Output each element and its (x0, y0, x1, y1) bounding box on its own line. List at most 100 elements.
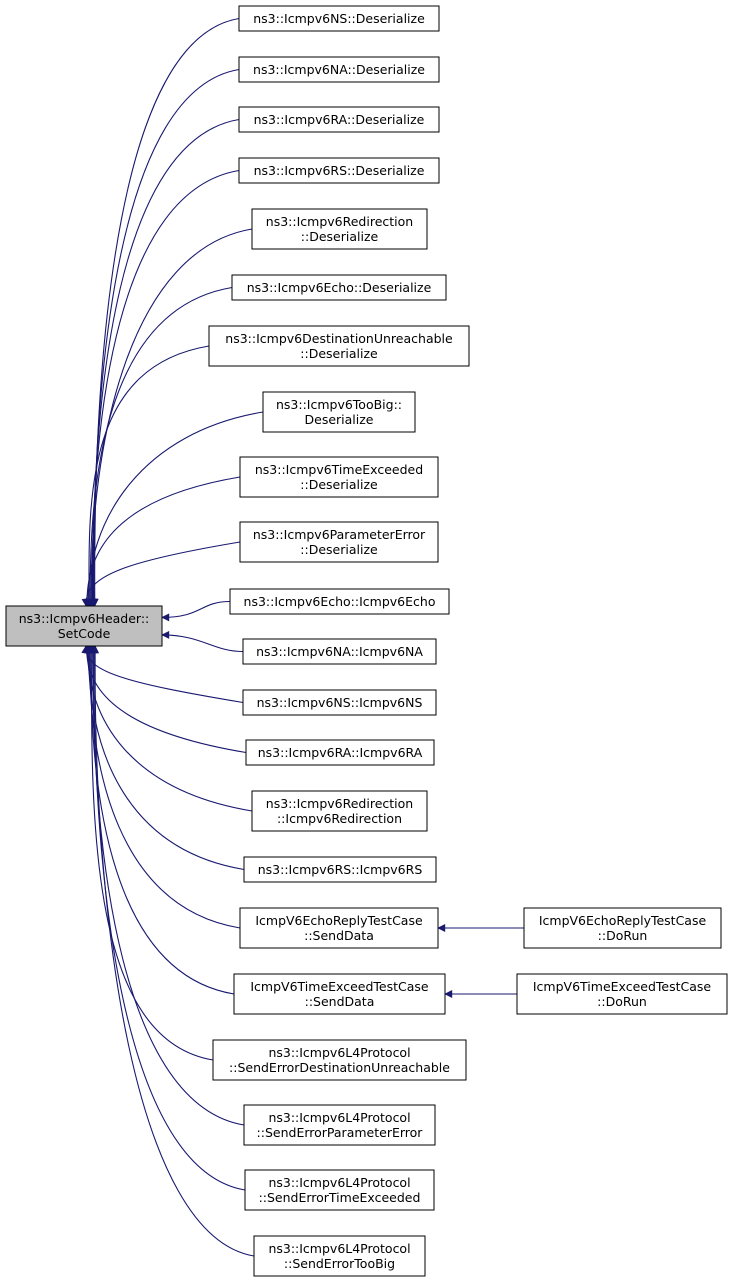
node-box (238, 56, 440, 83)
edge-echo-deser (86, 286, 233, 607)
node-label-line: ns3::Icmpv6L4Protocol (268, 1241, 410, 1256)
edge-l4-senderr-destunreach (87, 645, 214, 1061)
node-label-line: ::Deserialize (300, 542, 378, 557)
node-label-line: ns3::Icmpv6ParameterError (253, 527, 426, 542)
node-box (245, 739, 435, 766)
node-label-line: ::SendData (304, 928, 374, 943)
node-rs-deser[interactable]: ns3::Icmpv6RS::Deserialize (238, 157, 440, 184)
node-label-line: ns3::Icmpv6NA::Icmpv6NA (256, 644, 423, 659)
node-box (251, 208, 428, 250)
node-label-line: ::SendErrorTimeExceeded (259, 1190, 421, 1205)
node-box (262, 391, 416, 433)
node-redir-ctor[interactable]: ns3::Icmpv6Redirection::Icmpv6Redirectio… (251, 790, 428, 832)
node-paramerr-deser[interactable]: ns3::Icmpv6ParameterError::Deserialize (239, 521, 439, 563)
edge-na-ctor (161, 630, 244, 653)
node-box (253, 1235, 426, 1277)
node-box (242, 689, 437, 716)
node-label-line: ns3::Icmpv6NS::Deserialize (253, 11, 425, 26)
edges (81, 17, 524, 1257)
node-box (242, 638, 437, 665)
node-l4-senderr-timeexc[interactable]: ns3::Icmpv6L4Protocol::SendErrorTimeExce… (244, 1169, 435, 1211)
node-timeexceed-dorun[interactable]: IcmpV6TimeExceedTestCase::DoRun (516, 973, 728, 1015)
node-label-line: ::DoRun (598, 928, 648, 943)
nodes: ns3::Icmpv6Header::SetCodens3::Icmpv6NS:… (5, 5, 728, 1277)
node-label-line: ns3::Icmpv6Echo::Deserialize (247, 280, 432, 295)
node-label-line: SetCode (58, 626, 111, 641)
node-label-line: ns3::Icmpv6NA::Deserialize (253, 62, 425, 77)
node-ra-deser[interactable]: ns3::Icmpv6RA::Deserialize (238, 106, 440, 133)
edge-rs-deser (88, 169, 240, 607)
node-echo-deser[interactable]: ns3::Icmpv6Echo::Deserialize (231, 274, 447, 301)
node-box (238, 157, 440, 184)
node-label-line: ::Deserialize (300, 346, 378, 361)
node-box (233, 973, 446, 1015)
node-destunreach-deser[interactable]: ns3::Icmpv6DestinationUnreachable::Deser… (208, 325, 470, 367)
node-label-line: IcmpV6EchoReplyTestCase (255, 913, 423, 928)
node-label-line: ns3::Icmpv6TooBig:: (276, 397, 402, 412)
node-echoreply-dorun[interactable]: IcmpV6EchoReplyTestCase::DoRun (523, 907, 722, 949)
node-label-line: IcmpV6TimeExceedTestCase (250, 979, 429, 994)
node-l4-senderr-param[interactable]: ns3::Icmpv6L4Protocol::SendErrorParamete… (243, 1104, 436, 1146)
node-label-line: ns3::Icmpv6RS::Deserialize (254, 163, 425, 178)
node-label-line: ::SendErrorDestinationUnreachable (229, 1060, 450, 1075)
node-ns-deser[interactable]: ns3::Icmpv6NS::Deserialize (238, 5, 440, 32)
node-redir-deser[interactable]: ns3::Icmpv6Redirection::Deserialize (251, 208, 428, 250)
node-box (243, 1104, 436, 1146)
node-label-line: ns3::Icmpv6Redirection (266, 796, 413, 811)
node-box (243, 856, 437, 883)
node-rs-ctor[interactable]: ns3::Icmpv6RS::Icmpv6RS (243, 856, 437, 883)
node-box (251, 790, 428, 832)
edge-ns-ctor (81, 645, 244, 704)
edge-redir-deser (87, 228, 253, 607)
node-label-line: IcmpV6TimeExceedTestCase (533, 979, 712, 994)
node-box (5, 605, 163, 647)
node-box (523, 907, 722, 949)
edge-echo-ctor (161, 600, 231, 622)
node-box (516, 973, 728, 1015)
node-label-line: ns3::Icmpv6L4Protocol (268, 1110, 410, 1125)
node-box (229, 588, 450, 615)
edge-l4-senderr-toobig (91, 645, 255, 1257)
node-timeexc-deser[interactable]: ns3::Icmpv6TimeExceeded::Deserialize (239, 456, 439, 498)
node-label-line: ns3::Icmpv6L4Protocol (268, 1045, 410, 1060)
node-label-line: ::SendErrorParameterError (257, 1125, 424, 1140)
node-label-line: ::DoRun (597, 994, 647, 1009)
node-label-line: ::Icmpv6Redirection (277, 811, 402, 826)
node-label-line: ns3::Icmpv6RA::Icmpv6RA (258, 745, 423, 760)
node-box (238, 106, 440, 133)
node-na-deser[interactable]: ns3::Icmpv6NA::Deserialize (238, 56, 440, 83)
node-label-line: ::Deserialize (301, 229, 379, 244)
edge-ns-deser (90, 17, 240, 607)
node-ra-ctor[interactable]: ns3::Icmpv6RA::Icmpv6RA (245, 739, 435, 766)
node-label-line: ::SendData (305, 994, 375, 1009)
node-l4-senderr-destunreach[interactable]: ns3::Icmpv6L4Protocol::SendErrorDestinat… (212, 1039, 467, 1081)
node-setcode[interactable]: ns3::Icmpv6Header::SetCode (5, 605, 163, 647)
node-timeexceed-senddata[interactable]: IcmpV6TimeExceedTestCase::SendData (233, 973, 446, 1015)
node-na-ctor[interactable]: ns3::Icmpv6NA::Icmpv6NA (242, 638, 437, 665)
node-echoreply-senddata[interactable]: IcmpV6EchoReplyTestCase::SendData (239, 907, 439, 949)
node-label-line: ns3::Icmpv6NS::Icmpv6NS (257, 695, 423, 710)
node-label-line: ns3::Icmpv6RA::Deserialize (254, 112, 425, 127)
node-box (208, 325, 470, 367)
edge-toobig-deser (84, 411, 264, 607)
edge-redir-ctor (83, 645, 253, 812)
edge-paramerr-deser (81, 541, 241, 607)
node-label-line: ns3::Icmpv6Header:: (19, 611, 150, 626)
node-box (239, 907, 439, 949)
node-label-line: ::Deserialize (300, 477, 378, 492)
node-label-line: Deserialize (305, 412, 374, 427)
edge-timeexc-deser (82, 476, 241, 607)
edge-l4-senderr-timeexc (90, 645, 246, 1191)
node-ns-ctor[interactable]: ns3::Icmpv6NS::Icmpv6NS (242, 689, 437, 716)
node-label-line: ns3::Icmpv6TimeExceeded (255, 462, 423, 477)
node-box (244, 1169, 435, 1211)
node-toobig-deser[interactable]: ns3::Icmpv6TooBig::Deserialize (262, 391, 416, 433)
node-echo-ctor[interactable]: ns3::Icmpv6Echo::Icmpv6Echo (229, 588, 450, 615)
node-box (212, 1039, 467, 1081)
node-l4-senderr-toobig[interactable]: ns3::Icmpv6L4Protocol::SendErrorTooBig (253, 1235, 426, 1277)
node-label-line: ns3::Icmpv6RS::Icmpv6RS (258, 862, 423, 877)
node-label-line: ::SendErrorTooBig (284, 1256, 395, 1271)
node-box (239, 521, 439, 563)
node-box (239, 456, 439, 498)
